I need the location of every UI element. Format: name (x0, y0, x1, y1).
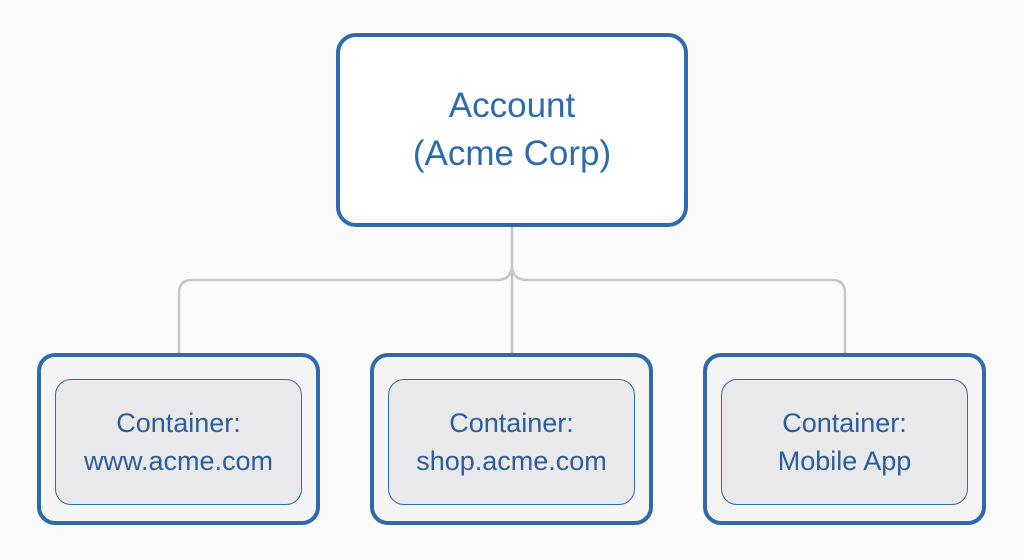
container-heading: Container: (782, 408, 907, 438)
container-heading: Container: (116, 408, 241, 438)
container-node-shop: Container: shop.acme.com (370, 353, 653, 525)
container-name: shop.acme.com (416, 446, 607, 476)
connector-left (177, 264, 514, 353)
account-title: Account (448, 86, 576, 125)
container-node-mobile-app: Container: Mobile App (703, 353, 986, 525)
connector-right (510, 264, 847, 353)
container-name: www.acme.com (83, 446, 274, 476)
account-node: Account (Acme Corp) (336, 33, 688, 227)
container-name: Mobile App (777, 446, 912, 476)
container-label-box: Container: Mobile App (721, 379, 968, 505)
container-node-www: Container: www.acme.com (37, 353, 320, 525)
account-subtitle: (Acme Corp) (412, 134, 612, 173)
container-label-box: Container: shop.acme.com (388, 379, 635, 505)
container-heading: Container: (449, 408, 574, 438)
container-label-box: Container: www.acme.com (55, 379, 302, 505)
